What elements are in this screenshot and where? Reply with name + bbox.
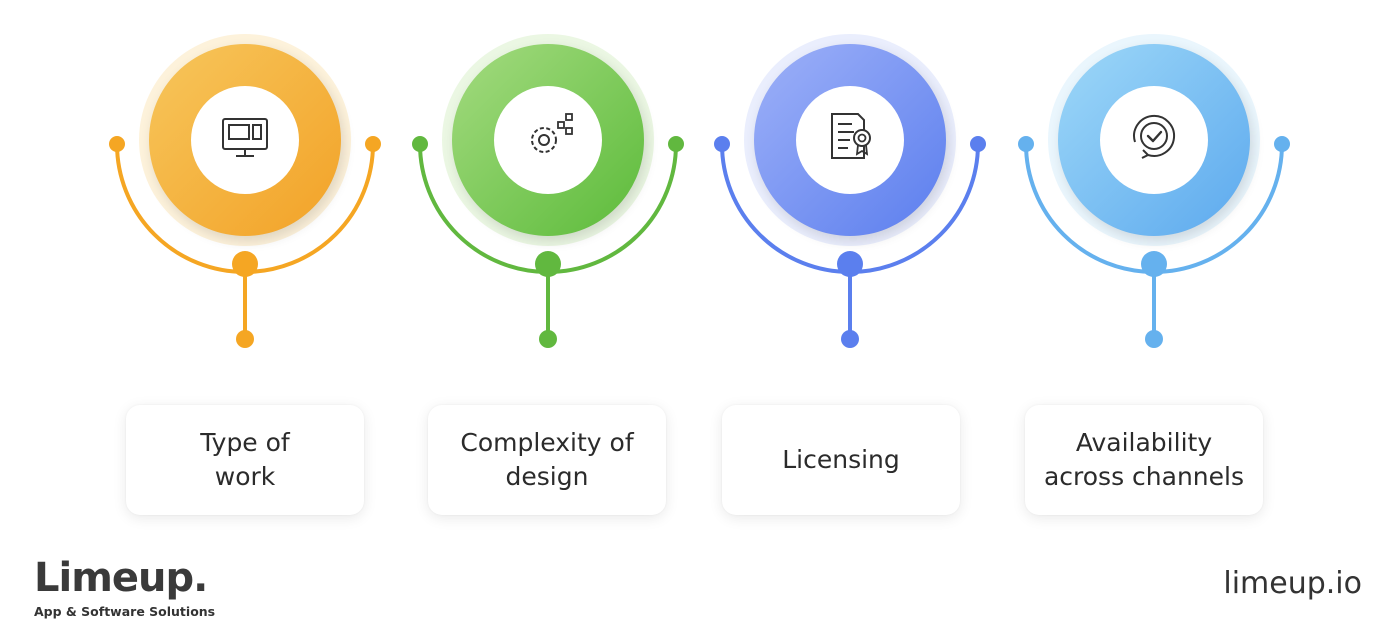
- certificate-icon: [831, 113, 871, 159]
- step-1: [109, 34, 381, 348]
- stem-end-dot: [236, 330, 254, 348]
- brand-tagline: App & Software Solutions: [34, 604, 216, 619]
- arc-end-dot-right: [1274, 136, 1290, 152]
- stem-top-node: [837, 251, 863, 277]
- step-4: [1018, 34, 1290, 348]
- card-complexity-of-design: Complexity of design: [428, 405, 666, 515]
- card-label: Availability across channels: [1043, 428, 1245, 491]
- stem-top-node: [1141, 251, 1167, 277]
- arc-end-dot-right: [970, 136, 986, 152]
- stem-top-node: [232, 251, 258, 277]
- card-label: Complexity of design: [460, 428, 634, 491]
- arc-end-dot-left: [412, 136, 428, 152]
- arc-end-dot-left: [1018, 136, 1034, 152]
- step-2: [412, 34, 684, 348]
- card-label: Licensing: [782, 445, 900, 474]
- arc-end-dot-right: [668, 136, 684, 152]
- stem-top-node: [535, 251, 561, 277]
- monitor-icon: [222, 118, 268, 157]
- brand-logo: Limeup. App & Software Solutions: [34, 556, 215, 619]
- card-availability: Availability across channels: [1025, 405, 1263, 515]
- site-url: limeup.io: [1223, 566, 1362, 601]
- gear-cubes-icon: [531, 113, 573, 153]
- brand-name: Limeup.: [34, 555, 208, 601]
- step-3: [714, 34, 986, 348]
- arc-end-dot-left: [109, 136, 125, 152]
- arc-end-dot-left: [714, 136, 730, 152]
- card-label: Type of work: [200, 428, 290, 491]
- card-licensing: Licensing: [722, 405, 960, 515]
- stem-end-dot: [539, 330, 557, 348]
- stem-end-dot: [1145, 330, 1163, 348]
- process-diagram: [109, 34, 1290, 348]
- stem-end-dot: [841, 330, 859, 348]
- check-cycle-icon: [1133, 114, 1176, 159]
- card-type-of-work: Type of work: [126, 405, 364, 515]
- arc-end-dot-right: [365, 136, 381, 152]
